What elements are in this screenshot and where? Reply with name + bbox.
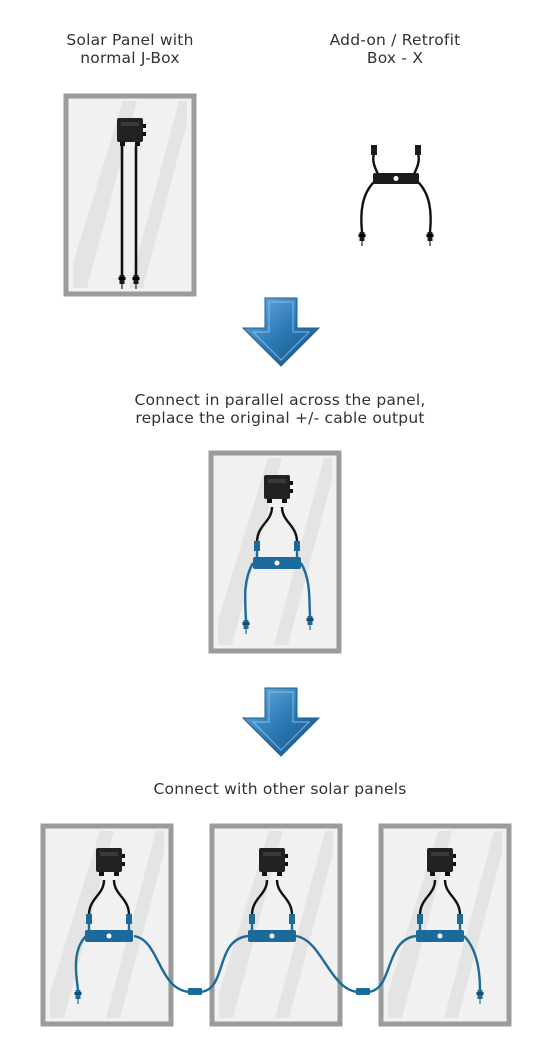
junction-box-icon [96, 848, 125, 876]
solar-panel-chain-2 [212, 826, 340, 1024]
caption-parallel-line2: replace the original +/- cable output [135, 409, 425, 427]
retrofit-box-icon [357, 145, 435, 247]
chain-cables [74, 934, 482, 994]
solar-panel-assembled [211, 453, 339, 651]
solar-panel-jbox [66, 96, 194, 294]
caption-parallel-step: Connect in parallel across the panel, re… [60, 391, 500, 427]
down-arrow-icon [242, 297, 320, 367]
mc4-connector [188, 988, 202, 995]
caption-panel-jbox: Solar Panel with normal J-Box [40, 31, 220, 67]
junction-box-icon [427, 848, 456, 876]
caption-chain-step: Connect with other solar panels [153, 780, 407, 798]
caption-parallel-line1: Connect in parallel across the panel, [134, 391, 426, 409]
caption-panel-jbox-line2: normal J-Box [80, 49, 180, 67]
solar-panel-chain-3 [381, 826, 509, 1024]
caption-addon-box-line1: Add-on / Retrofit [329, 31, 461, 49]
mc4-connector [356, 988, 370, 995]
caption-addon-box-line2: Box - X [366, 49, 424, 67]
solar-panel-chain-1 [43, 826, 171, 1024]
junction-box-icon [259, 848, 288, 876]
caption-panel-jbox-line1: Solar Panel with [66, 31, 194, 49]
caption-addon-box: Add-on / Retrofit Box - X [300, 31, 490, 67]
junction-box-icon [117, 118, 146, 146]
down-arrow-icon [242, 687, 320, 757]
junction-box-icon [264, 475, 293, 503]
